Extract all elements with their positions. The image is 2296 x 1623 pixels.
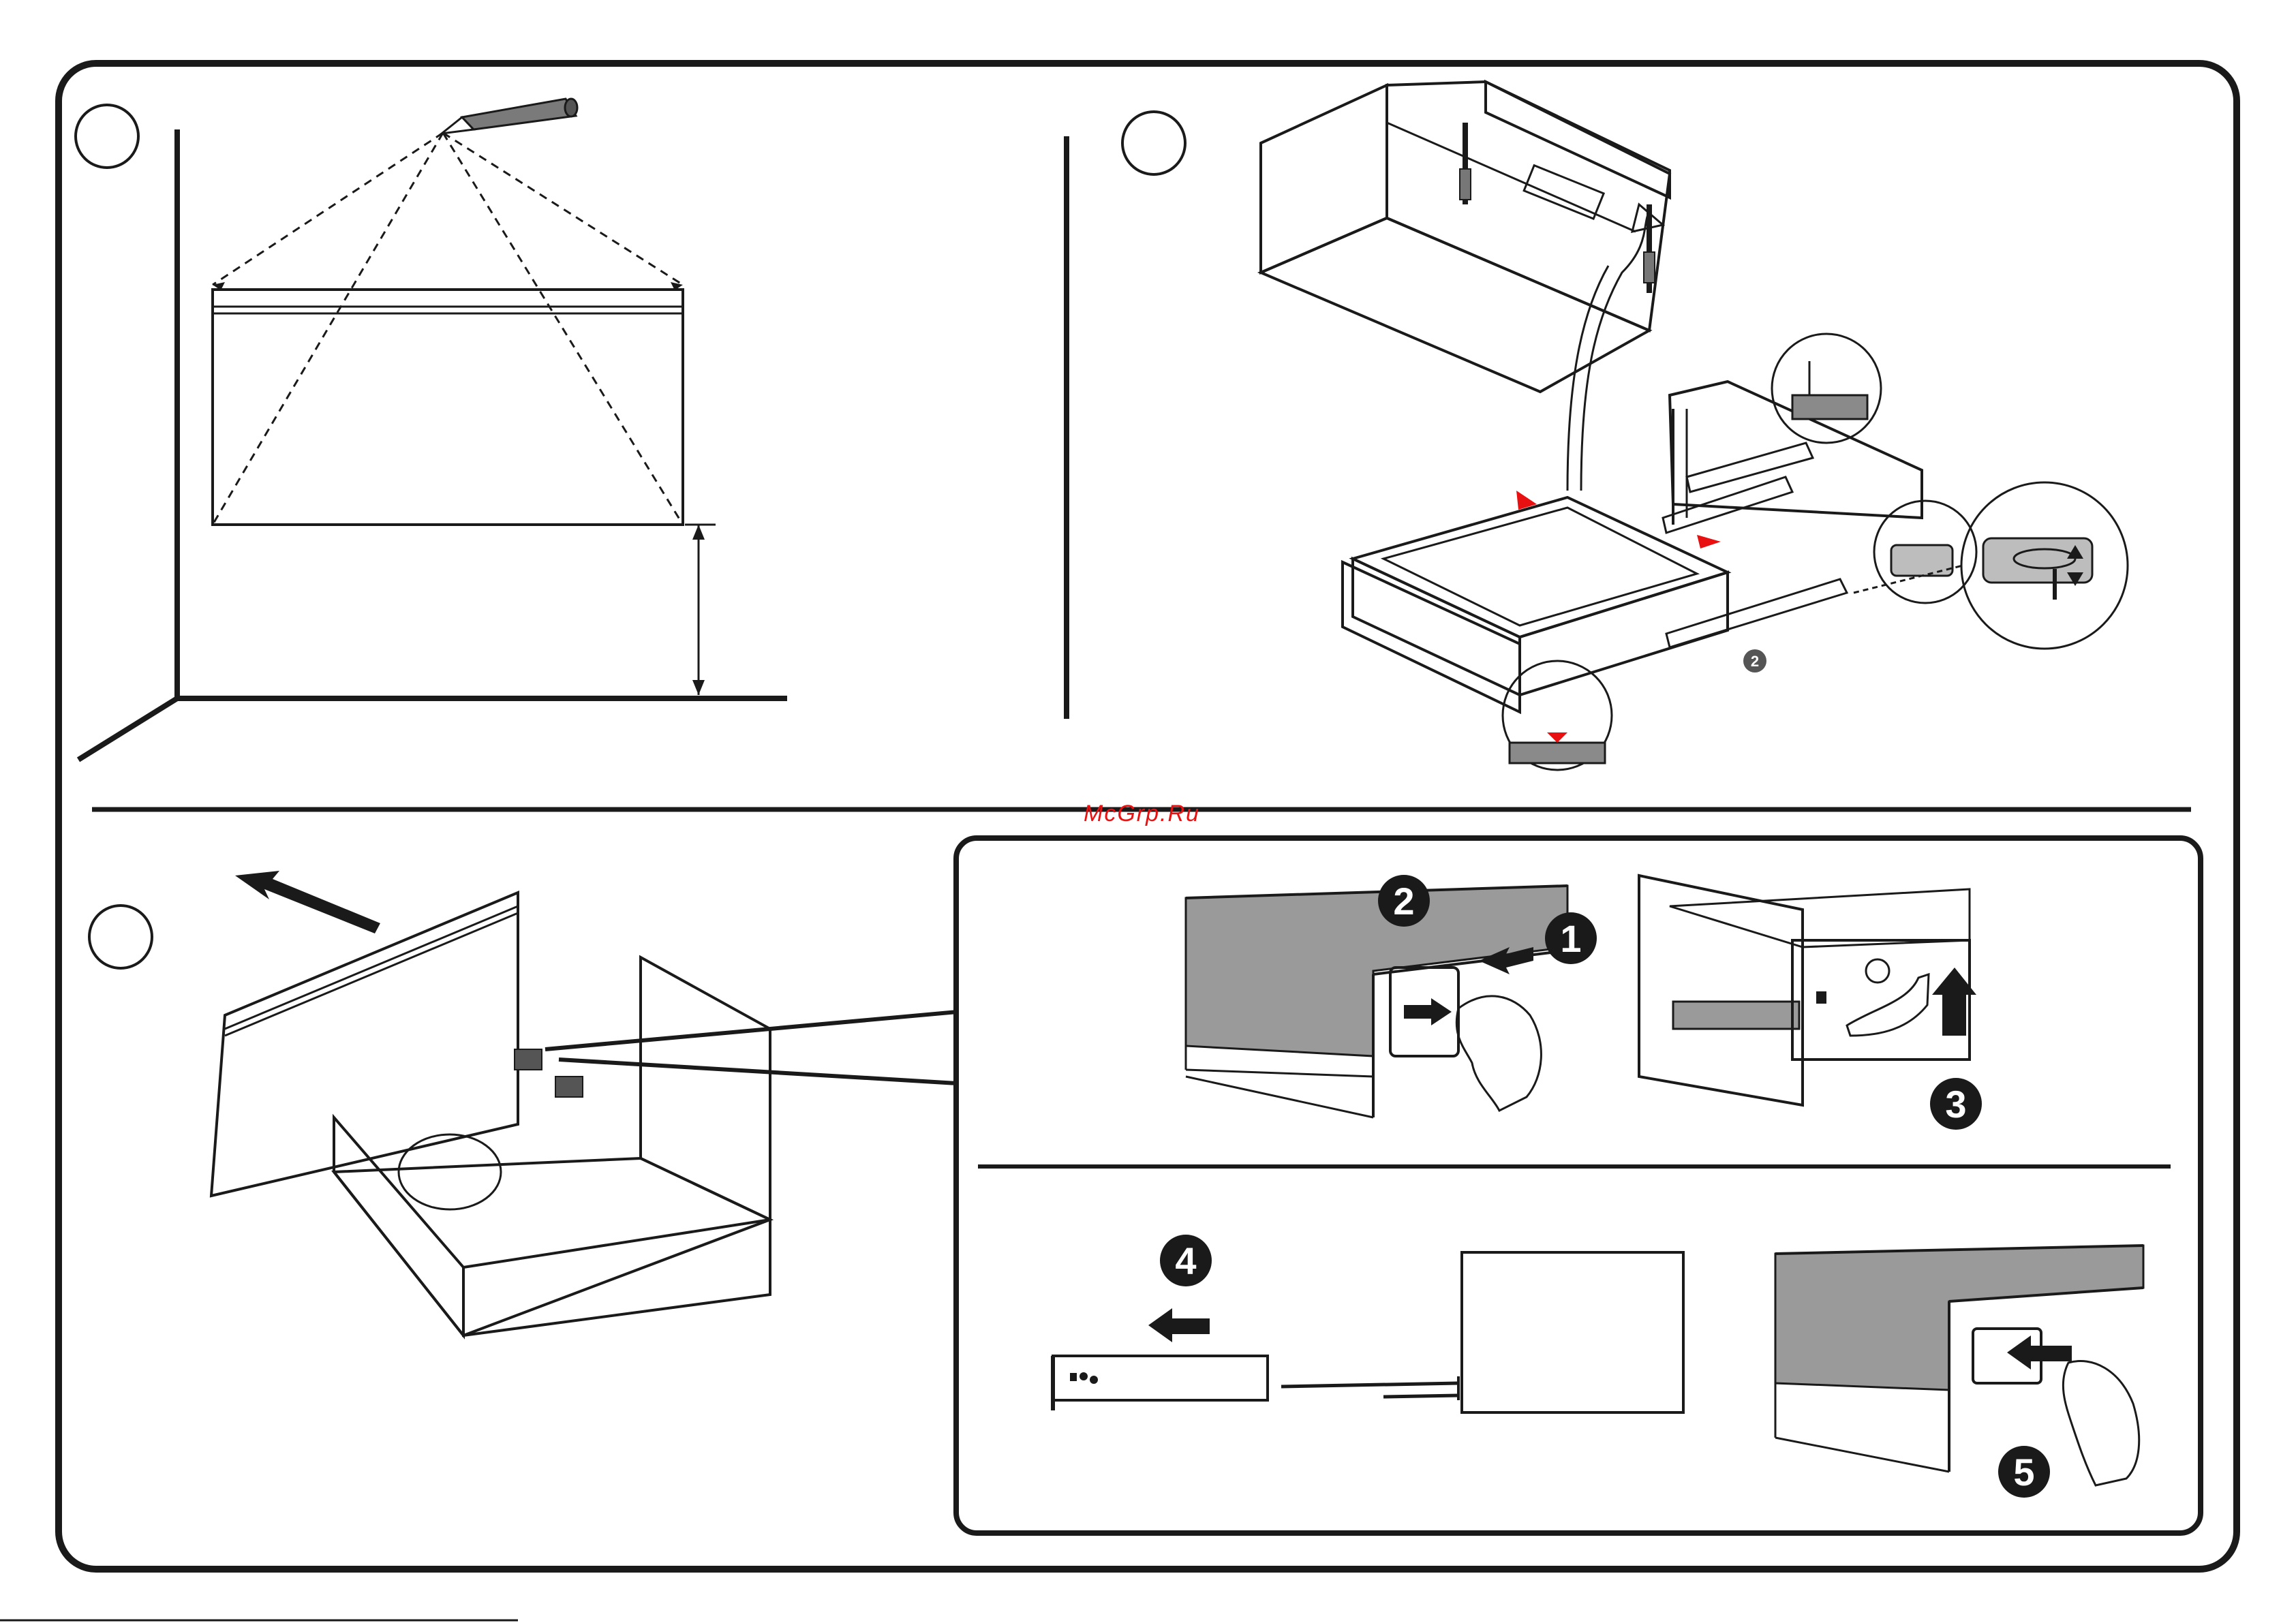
detail-reattach-clip: 5 [1775, 1246, 2143, 1498]
hand-icon [1456, 996, 1541, 1111]
pencil-icon [442, 99, 577, 134]
step-circle-a [76, 105, 138, 168]
detail-release-clip: 2 1 [1186, 875, 1597, 1117]
rail-callout-label: 2 [1751, 653, 1759, 670]
watermark-text: McGrp.Ru [1084, 801, 1200, 826]
panel-wall-marking [76, 99, 787, 760]
detail-box: 2 1 3 4 [956, 838, 2201, 1533]
step-label-2: 2 [1393, 880, 1414, 923]
lift-arrow-icon [235, 871, 380, 933]
hand-icon-2 [2063, 1361, 2139, 1486]
pull-arrow-icon [1148, 1308, 1210, 1342]
step-label-4: 4 [1175, 1239, 1196, 1282]
cabinet-front-outline [213, 290, 683, 525]
step-label-1: 1 [1560, 917, 1581, 960]
detail-runner-slide: 4 [1053, 1235, 1683, 1412]
panel-front-removal [89, 871, 958, 1335]
step-label-3: 3 [1945, 1083, 1966, 1126]
step-label-5: 5 [2013, 1451, 2034, 1494]
panel-drawer-runners: 2 [1067, 82, 2128, 770]
detail-lift-front: 3 [1639, 876, 1982, 1130]
step-circle-c [89, 906, 152, 968]
press-arrow-icon [2007, 1335, 2072, 1370]
step-circle-b [1122, 112, 1185, 174]
